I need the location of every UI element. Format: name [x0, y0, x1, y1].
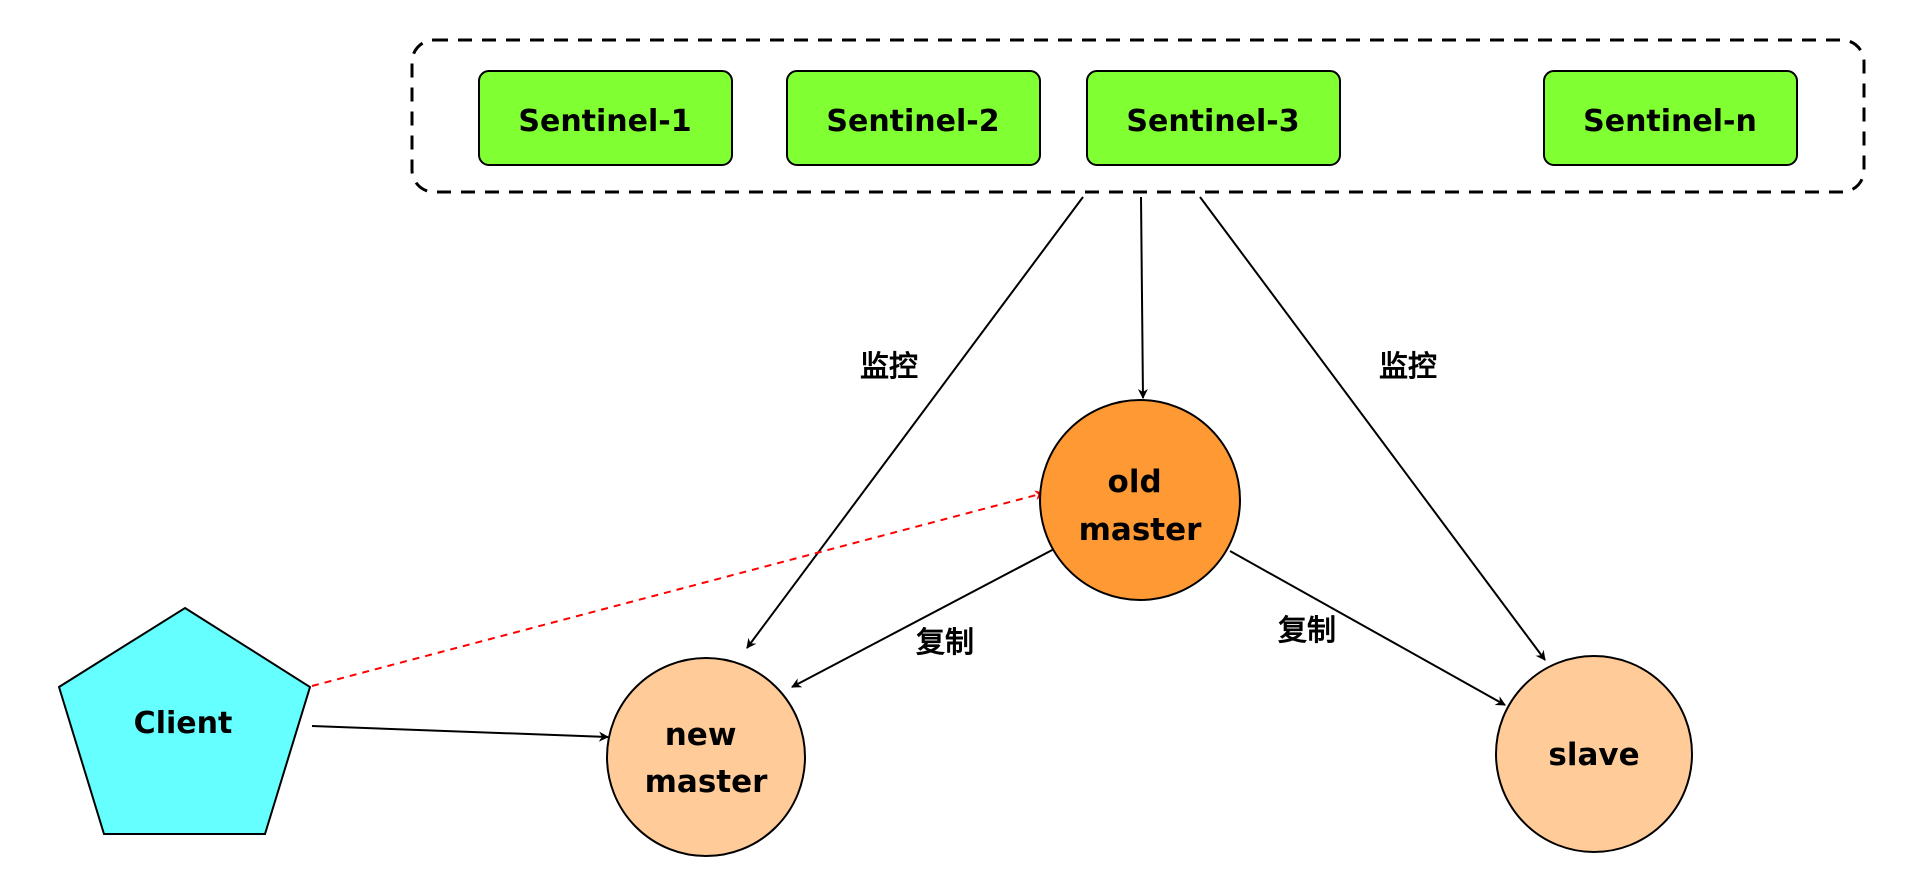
client-node: Client: [57, 606, 312, 835]
new-master-label-line2: master: [645, 764, 769, 800]
slave-node: slave: [1495, 655, 1693, 853]
client-new-connection-arrow: [311, 725, 609, 742]
sentinel-2-label: Sentinel-2: [826, 104, 999, 139]
client-label: Client: [134, 706, 233, 741]
replicate-arrow-slave: [1229, 550, 1506, 706]
replicate-label-right: 复制: [1278, 613, 1336, 647]
monitor-arrow-old-master: [1137, 196, 1148, 399]
slave-label: slave: [1548, 737, 1639, 773]
sentinel-3-box: Sentinel-3: [1086, 70, 1341, 166]
sentinel-n-shape: [1543, 70, 1798, 166]
client-shape: [57, 606, 312, 835]
new-master-label: new master: [645, 717, 769, 800]
new-master-label-line1: new: [665, 717, 737, 753]
sentinel-1-label: Sentinel-1: [518, 104, 691, 139]
new-master-node: new master: [606, 657, 806, 857]
old-master-label: old master: [1079, 464, 1203, 548]
sentinel-1-shape: [478, 70, 733, 166]
sentinel-group-container: [410, 38, 1866, 194]
old-master-label-line2: master: [1079, 512, 1203, 548]
sentinel-2-box: Sentinel-2: [786, 70, 1041, 166]
sentinel-2-shape: [786, 70, 1041, 166]
sentinel-n-label: Sentinel-n: [1583, 104, 1757, 139]
new-master-shape: [606, 657, 806, 857]
client-old-connection-arrow: [311, 490, 1045, 687]
old-master-shape: [1039, 399, 1241, 601]
replicate-arrow-new-master: [791, 547, 1057, 688]
monitor-arrow-slave: [1199, 196, 1546, 661]
sentinel-3-shape: [1086, 70, 1341, 166]
slave-shape: [1495, 655, 1693, 853]
monitor-arrow-new-master: [746, 196, 1084, 649]
replicate-label-left: 复制: [916, 625, 974, 659]
old-master-label-line1: old: [1108, 464, 1162, 500]
old-master-node: old master: [1039, 399, 1241, 601]
monitor-label-right: 监控: [1379, 349, 1437, 383]
sentinel-3-label: Sentinel-3: [1126, 104, 1299, 139]
monitor-label-left: 监控: [860, 349, 918, 383]
sentinel-n-box: Sentinel-n: [1543, 70, 1798, 166]
sentinel-1-box: Sentinel-1: [478, 70, 733, 166]
